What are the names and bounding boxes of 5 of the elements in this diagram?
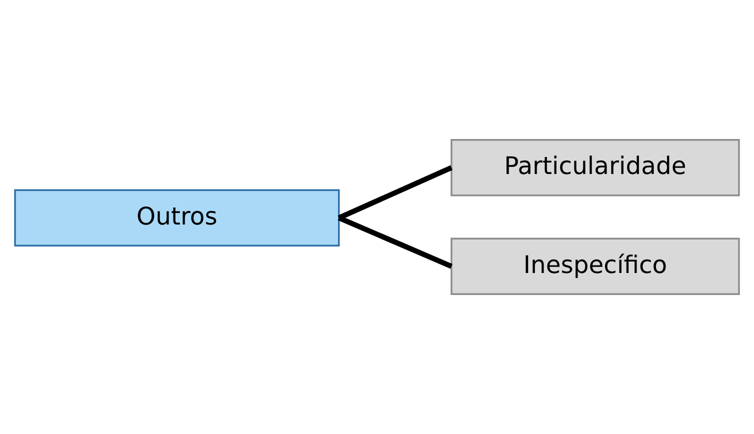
- node-box: Outros: [14, 189, 340, 246]
- connector: [338, 165, 453, 220]
- node-box: Inespecífico: [450, 238, 740, 295]
- connector: [338, 215, 452, 269]
- node-box: Particularidade: [450, 139, 740, 196]
